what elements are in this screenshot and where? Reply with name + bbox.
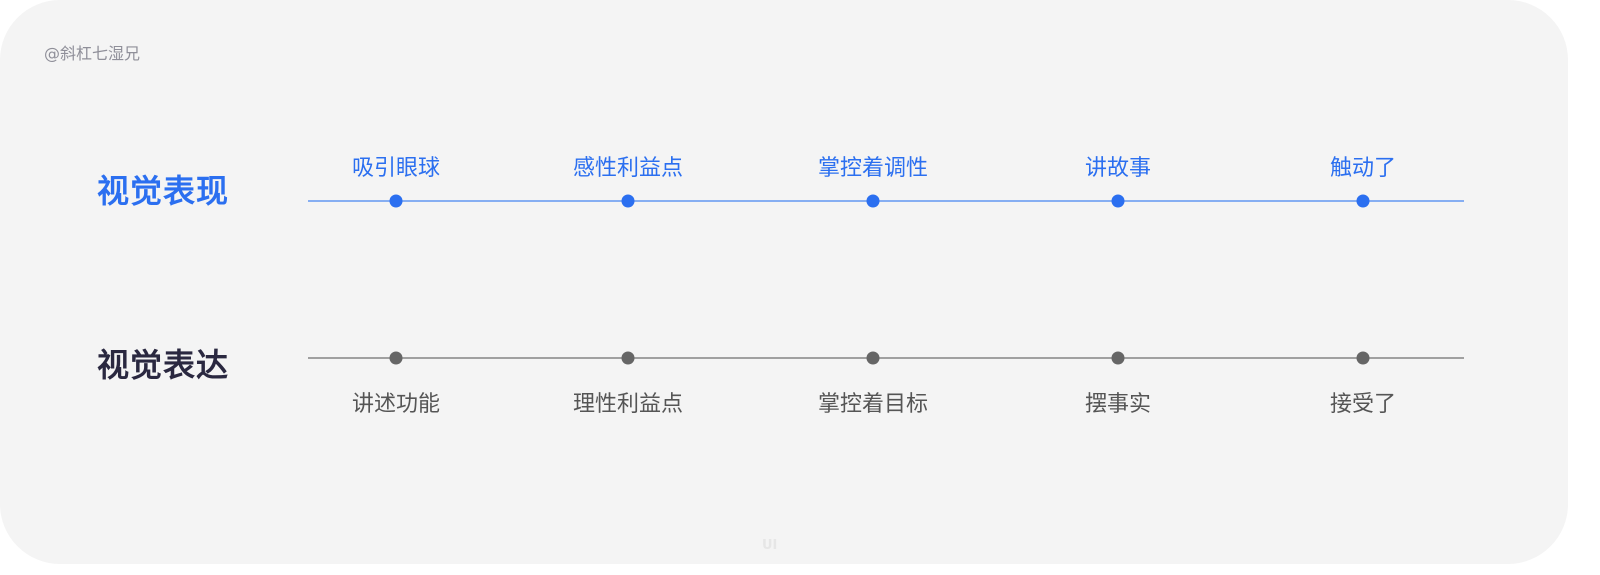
- timeline-dot: [866, 351, 880, 365]
- timeline-dot: [1111, 194, 1125, 208]
- timeline-label: 理性利益点: [572, 392, 684, 417]
- row-title-visual-expression: 视觉表达: [97, 346, 230, 384]
- watermark-logo: UI: [762, 538, 778, 553]
- author-credit: @斜杠七湿兄: [44, 44, 141, 63]
- timeline-dot: [621, 351, 635, 365]
- timeline-dot: [621, 194, 635, 208]
- timeline-label: 接受了: [1329, 392, 1397, 417]
- timeline-label: 摆事实: [1084, 392, 1152, 417]
- timeline-dot: [389, 351, 403, 365]
- timeline-dot: [1356, 194, 1370, 208]
- timeline-label: 掌控着调性: [817, 156, 929, 181]
- timeline-label: 吸引眼球: [351, 156, 441, 181]
- timeline-label: 讲故事: [1084, 156, 1152, 181]
- diagram-card: @斜杠七湿兄 视觉表现 吸引眼球 感性利益点 掌控着调性 讲故事 触动了 视觉表达 讲述…: [0, 0, 1568, 564]
- timeline-dot: [1111, 351, 1125, 365]
- timeline-line-presentation: [308, 200, 1464, 202]
- row-title-visual-presentation: 视觉表现: [97, 172, 230, 210]
- timeline-line-expression: [308, 357, 1464, 359]
- timeline-label: 感性利益点: [572, 156, 684, 181]
- timeline-label: 讲述功能: [351, 392, 441, 417]
- timeline-label: 触动了: [1329, 156, 1397, 181]
- timeline-dot: [1356, 351, 1370, 365]
- timeline-label: 掌控着目标: [817, 392, 929, 417]
- timeline-dot: [389, 194, 403, 208]
- timeline-dot: [866, 194, 880, 208]
